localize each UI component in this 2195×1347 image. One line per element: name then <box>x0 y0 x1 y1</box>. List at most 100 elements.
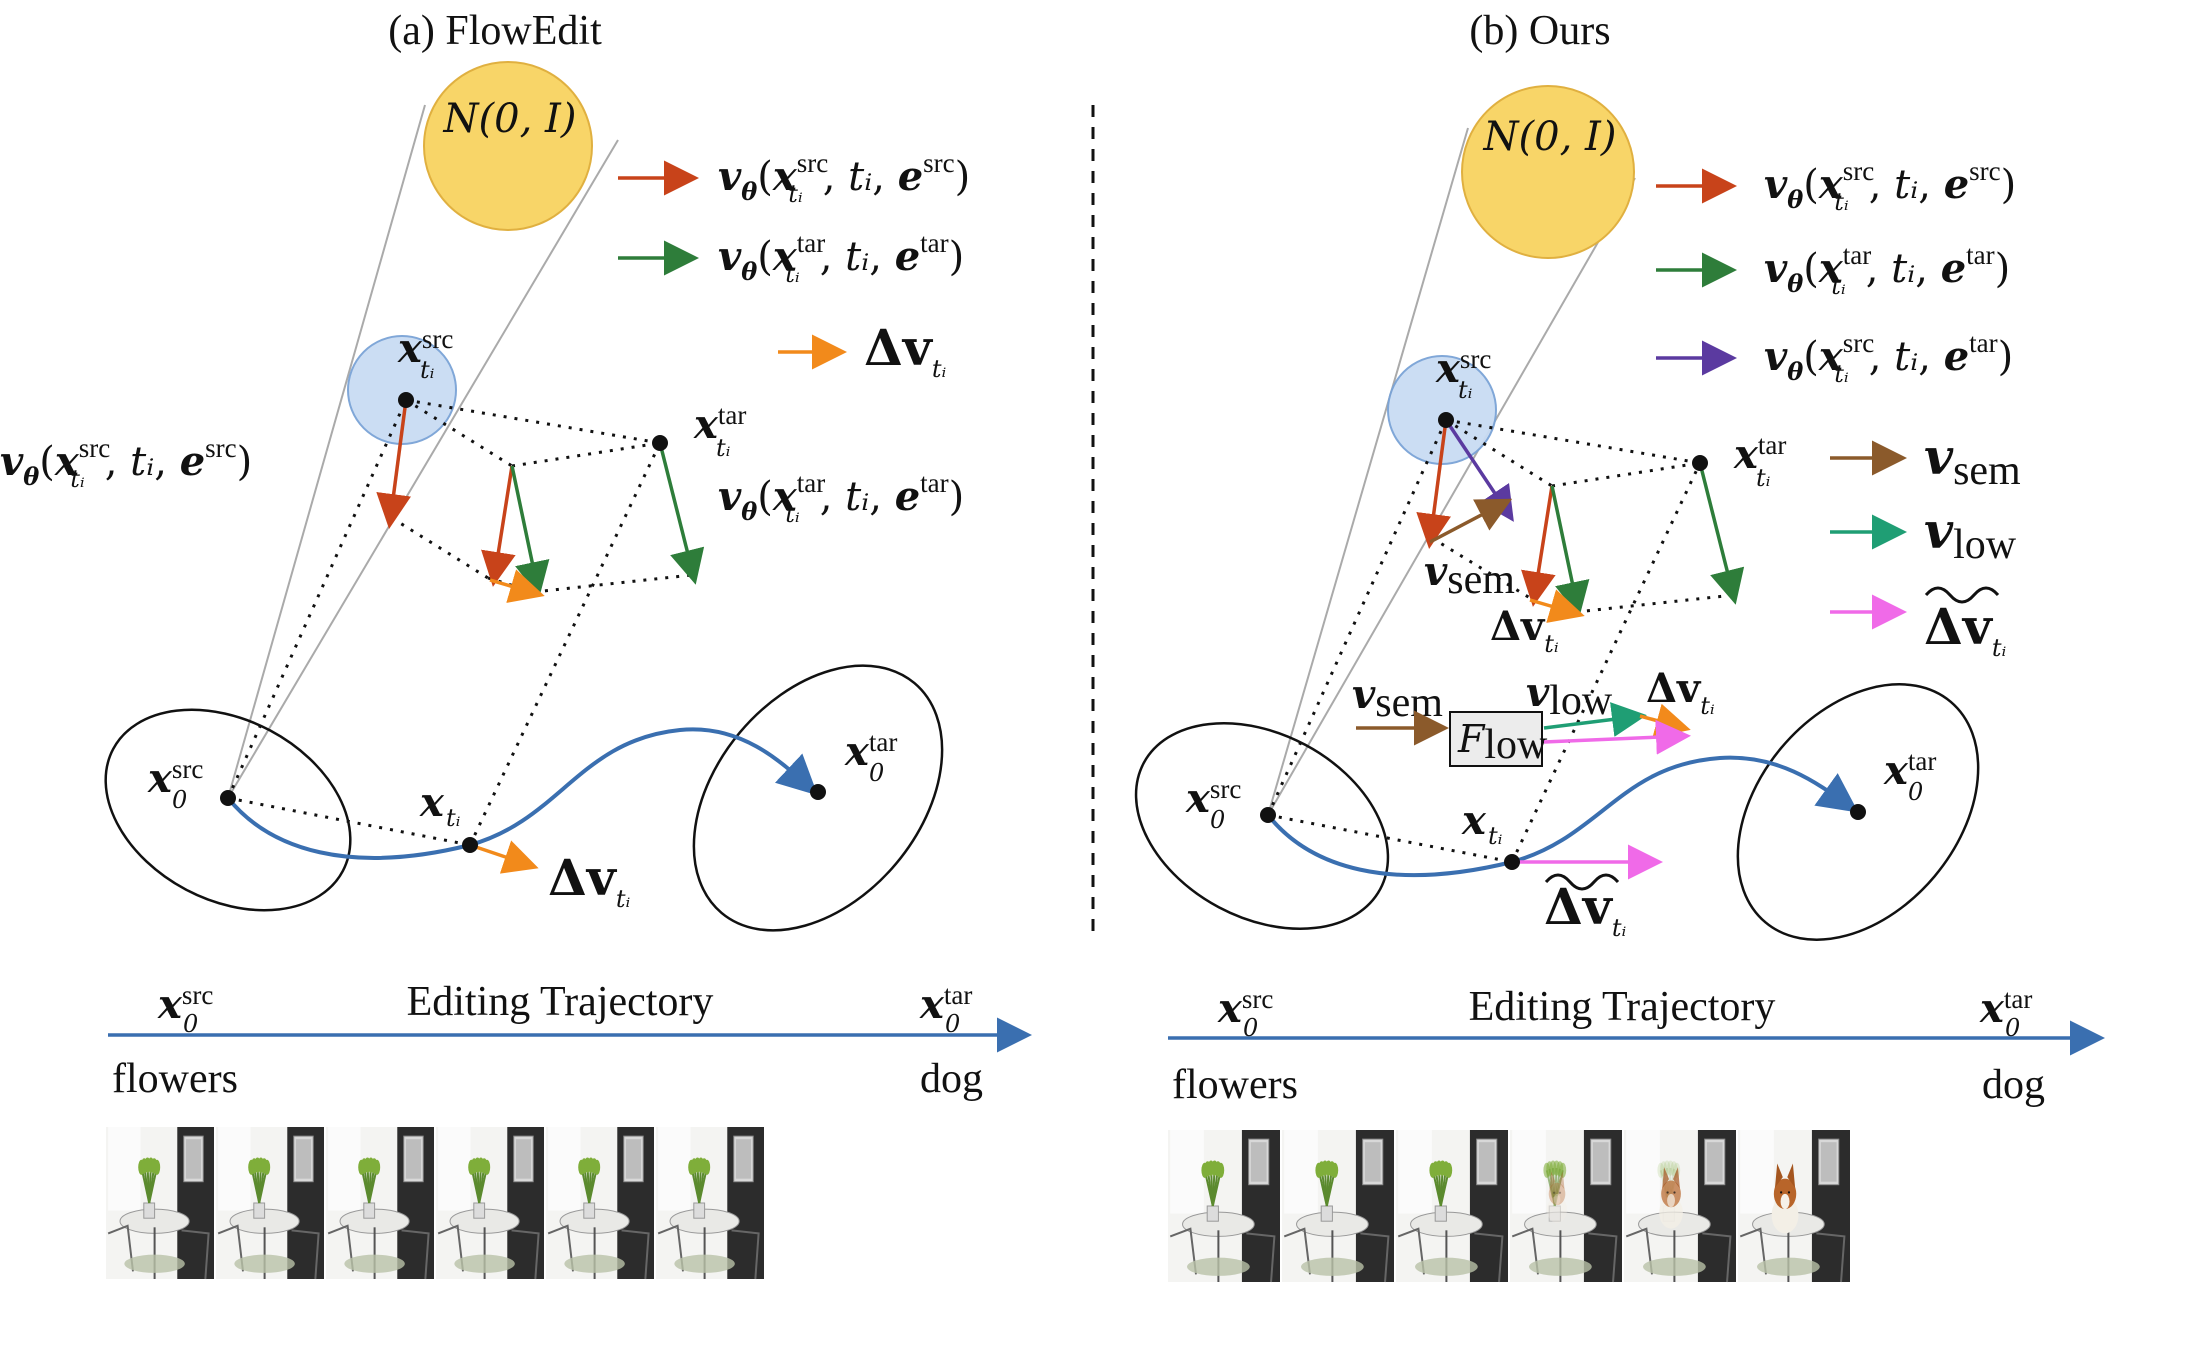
edit-frame <box>1738 1130 1850 1283</box>
end-word: dog <box>1982 1062 2045 1108</box>
edit-frame <box>1510 1130 1622 1283</box>
source-ball <box>1387 355 1497 465</box>
point-xt-src <box>398 392 414 408</box>
xt-tar-sub: tᵢ <box>716 434 731 462</box>
vsem-in-label: vsem <box>1352 671 1443 726</box>
axis-end-sub: 0 <box>2005 1014 2020 1042</box>
vector-delta <box>489 569 545 603</box>
point-x0-tar <box>810 784 826 800</box>
dotted-parallelogram <box>1266 418 1735 864</box>
vector-src <box>376 399 411 529</box>
cone-line <box>1267 127 1469 816</box>
vector-src-shifted <box>481 465 516 587</box>
x0-tar-label: xtar <box>844 727 897 775</box>
xt-src-label: xsrc <box>397 324 453 372</box>
point-xt-tar <box>652 435 668 451</box>
edit-frame <box>546 1127 654 1280</box>
gaussian-label: N(0, I) <box>443 96 577 142</box>
edit-frame <box>1282 1130 1394 1283</box>
point-xt-tar <box>1692 455 1708 471</box>
legend-tilde-delta: Δvtᵢ <box>1924 597 2007 662</box>
cone-line <box>227 139 619 799</box>
cone-line <box>227 104 426 799</box>
edit-frame <box>106 1127 214 1280</box>
source-distribution <box>104 708 352 912</box>
vector-tar <box>658 442 705 585</box>
xti-sub: tᵢ <box>446 804 461 832</box>
xt-tar-sub: tᵢ <box>1756 464 1771 492</box>
point-x0-tar <box>1850 804 1866 820</box>
source-distribution <box>1134 722 1390 930</box>
arrow-delta-out <box>1639 703 1691 738</box>
legend-vsem: vsem <box>1924 427 2021 494</box>
filter-label: Flow <box>1457 717 1548 768</box>
end-word: dog <box>920 1056 983 1102</box>
cone-line <box>1267 177 1636 816</box>
tilde-mark <box>1924 586 2000 604</box>
start-word: flowers <box>112 1056 238 1102</box>
axis-start-sub: 0 <box>183 1010 198 1038</box>
vector-tar <box>1698 462 1745 605</box>
x0-src-sub: 0 <box>172 786 187 814</box>
trajectory-label: Editing Trajectory <box>1469 984 1776 1030</box>
image-strip-flowedit <box>106 1127 764 1280</box>
gaussian-sphere <box>423 61 593 231</box>
low-pass-filter-box <box>1449 711 1543 767</box>
point-xti <box>1504 854 1520 870</box>
target-distribution <box>692 664 944 932</box>
arrow-vlow-out <box>1543 702 1647 737</box>
xti-sub: tᵢ <box>1488 822 1503 850</box>
tilde-mark <box>1544 873 1620 891</box>
axis-start-label: xsrc <box>157 980 213 1028</box>
x0-src-sub: 0 <box>1210 806 1225 834</box>
editing-trajectory-curve <box>226 727 818 860</box>
axis-start-sub: 0 <box>1243 1014 1258 1042</box>
gaussian-label: N(0, I) <box>1483 114 1617 160</box>
edit-frame <box>216 1127 324 1280</box>
vector-src-shifted <box>1521 485 1556 607</box>
image-strip-ours <box>1168 1130 1850 1283</box>
legend-delta: Δvtᵢ <box>864 318 947 383</box>
editing-trajectory-curve <box>1266 755 1859 878</box>
tilde-delta-bottom: Δvtᵢ <box>1544 877 1627 942</box>
axis-end-label: xtar <box>1979 984 2032 1032</box>
dotted-parallelogram <box>226 398 693 847</box>
x0-tar-sub: 0 <box>1908 778 1923 806</box>
vector-tar-shifted <box>510 465 550 597</box>
xti-label: x <box>419 779 445 826</box>
point-x0-src <box>220 790 236 806</box>
trajectory-label: Editing Trajectory <box>407 979 714 1025</box>
target-distribution <box>1736 683 1980 941</box>
vector-src <box>1416 419 1451 549</box>
vector-tar-shifted <box>1550 485 1590 617</box>
vlow-out-label: vlow <box>1526 669 1613 724</box>
vector-delta <box>1529 589 1585 623</box>
delta-bottom-label: Δvtᵢ <box>548 848 631 913</box>
point-xt-src <box>1438 412 1454 428</box>
start-word: flowers <box>1172 1062 1298 1108</box>
vector-sem <box>1429 498 1513 544</box>
xt-src-label: xsrc <box>1435 344 1491 392</box>
xt-src-sub: tᵢ <box>420 356 435 384</box>
xt-tar-label: xtar <box>693 400 746 448</box>
point-xti <box>462 837 478 853</box>
source-ball <box>347 335 457 445</box>
edit-frame <box>1624 1130 1736 1283</box>
axis-start-label: xsrc <box>1217 984 1273 1032</box>
panel-title: (a) FlowEdit <box>388 8 602 54</box>
axis-end-sub: 0 <box>945 1010 960 1038</box>
edit-frame <box>436 1127 544 1280</box>
edit-frame <box>326 1127 434 1280</box>
delta-label: Δvtᵢ <box>1490 603 1559 658</box>
